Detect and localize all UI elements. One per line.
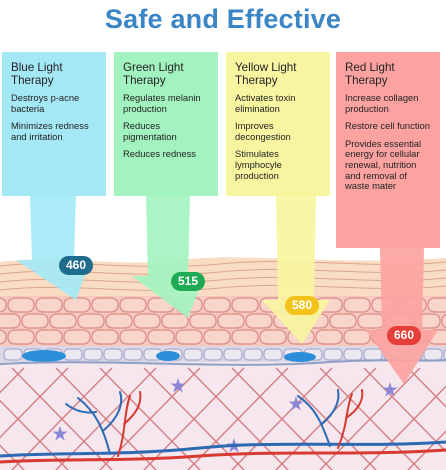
arrow-body: [114, 52, 218, 196]
arrow-body: [336, 52, 440, 248]
card-heading: Green Light Therapy: [123, 61, 184, 87]
card-blue-light: Blue Light Therapy Destroys p-acne bacte…: [2, 56, 106, 149]
page-title: Safe and Effective: [104, 4, 342, 34]
card-red-light: Red Light Therapy Increase collagen prod…: [336, 56, 440, 199]
card-item: Regulates melanin production: [123, 92, 201, 114]
arrow-head: [366, 248, 438, 384]
card-heading: Yellow Light Therapy: [235, 61, 297, 87]
card-item: Increase collagen production: [345, 92, 419, 114]
card-heading: Red Light Therapy: [345, 61, 395, 87]
arrow-body: [2, 52, 106, 196]
card-green-light: Green Light Therapy Regulates melanin pr…: [114, 56, 218, 167]
card-item: Minimizes redness and irritation: [11, 120, 89, 142]
card-item: Stimulates lymphocyle production: [235, 148, 282, 181]
card-item: Restore cell function: [345, 120, 430, 132]
card-item: Reduces redness: [123, 148, 196, 160]
card-yellow-light: Yellow Light Therapy Activates toxin eli…: [226, 56, 330, 188]
light-arrows: [2, 52, 440, 384]
card-item: Reduces pigmentation: [123, 120, 177, 142]
wavelength-badge-green: 515: [171, 272, 205, 291]
card-item: Destroys p-acne bacteria: [11, 92, 80, 114]
card-item: Improves decongestion: [235, 120, 291, 142]
card-heading: Blue Light Therapy: [11, 61, 63, 87]
card-item: Provides essential energy for cellular r…: [345, 137, 422, 192]
wavelength-badge-blue: 460: [59, 256, 93, 275]
card-item: Activates toxin elimination: [235, 92, 296, 114]
wavelength-badge-yellow: 580: [285, 296, 319, 315]
arrow-body: [226, 52, 330, 196]
blood-vessels: [0, 389, 446, 464]
wavelength-badge-red: 660: [387, 326, 421, 345]
